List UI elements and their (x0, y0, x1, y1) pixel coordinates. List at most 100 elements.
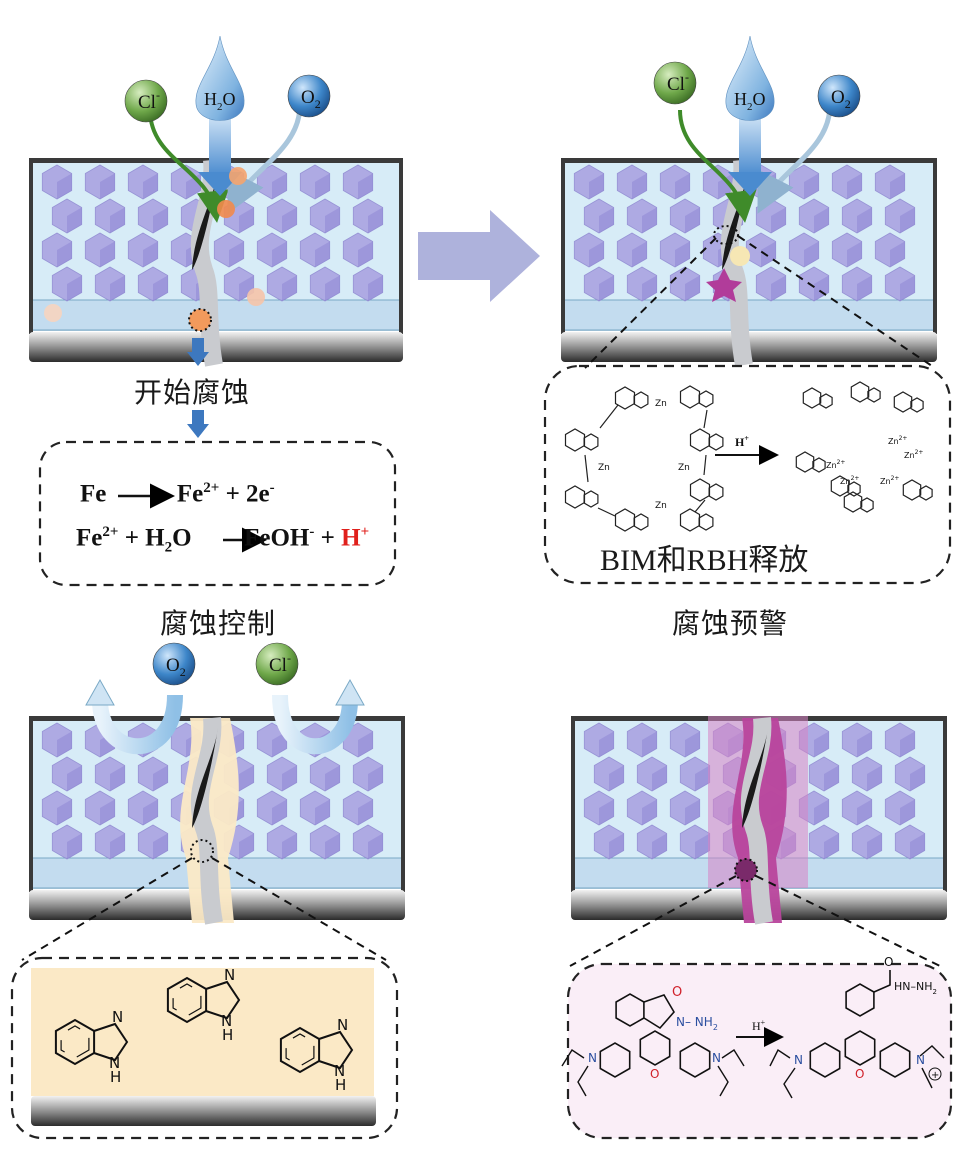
released-imidazole (860, 497, 874, 513)
released-benzimidazole (802, 387, 822, 409)
mof-hexagon-shade (100, 241, 115, 267)
mof-hexagon-shade (857, 731, 872, 757)
open-xanthene-ring (809, 1042, 841, 1078)
release-spot (730, 246, 750, 266)
released-imidazole (867, 387, 881, 403)
oxygen-3-ball (152, 642, 196, 686)
open-xanthene-ring (844, 1030, 876, 1066)
oxygen-2-ball (817, 74, 861, 118)
ethyl-groups (561, 1049, 745, 1097)
mof-hexagon-shade (857, 275, 872, 301)
mof-hexagon-shade (589, 241, 604, 267)
mof-hexagon-shade (804, 241, 819, 267)
hydrogen-label: H (222, 1026, 233, 1044)
mof-hexagon-shade (67, 207, 82, 233)
released-benzimidazole (902, 479, 922, 501)
imidazole-ring (708, 433, 724, 451)
benzimidazole-1: NNH (54, 1008, 129, 1086)
zinc-ion-label: Zn2+ (904, 449, 923, 460)
chloride-ion-2-label: Cl- (667, 70, 689, 95)
positive-charge-circle (928, 1067, 942, 1081)
imidazole-ring (633, 391, 649, 409)
oxygen-1: O2 (287, 74, 331, 118)
mof-hexagon-shade (368, 275, 383, 301)
rhodamine-zoom-box (566, 962, 953, 1140)
mof-hexagon-shade (100, 799, 115, 825)
water-drop-2: H2O (725, 35, 775, 196)
eq1-fe2: Fe (176, 480, 204, 508)
mof-hexagon-shade (272, 241, 287, 267)
mof-hexagon-shade (642, 799, 657, 825)
benzimidazole-ring (679, 508, 701, 532)
rbh-n-label: N– NH2 (676, 1015, 718, 1032)
mof-hexagon-shade (100, 173, 115, 199)
mof-hexagon-shade (325, 833, 340, 859)
eq1-electron-charge: - (269, 480, 275, 496)
zinc-ion-label: Zn2+ (880, 475, 899, 486)
xanthene-ring (639, 1030, 671, 1066)
nitrogen-label: N (112, 1008, 123, 1026)
mof-hexagon-shade (325, 765, 340, 791)
mof-hexagon-shade (599, 275, 614, 301)
equation-1: Fe Fe2+ + 2e- (80, 480, 275, 508)
mof-hexagon-shade (599, 207, 614, 233)
coating-right-edge (943, 716, 947, 892)
rust-spot (247, 288, 265, 306)
caption-corrosion-warning: 腐蚀预警 (672, 607, 789, 640)
mof-hexagon-shade (890, 173, 905, 199)
crack-dark (192, 728, 218, 828)
nitrogen-label: N (221, 1012, 232, 1030)
mof-hexagon-shade (282, 833, 297, 859)
caption-release: BIM和RBH释放 (600, 544, 809, 577)
chloride-ion-1: Cl- (124, 79, 168, 123)
zinc-ion-label: Zn2+ (840, 475, 859, 486)
benzimidazole-ring (689, 478, 711, 502)
mof-hexagon-shade (771, 275, 786, 301)
mof-hexagon-shade (67, 765, 82, 791)
zinc-ion-label: Zn2+ (826, 459, 845, 470)
mof-hexagon-shade (67, 275, 82, 301)
imidazole-ring (708, 483, 724, 501)
rbh-benzene (615, 993, 645, 1027)
mof-hexagon-shade (685, 799, 700, 825)
carbonyl-bond (873, 970, 891, 993)
down-arrow-icon (187, 424, 209, 438)
open-amine-n: N (794, 1053, 803, 1067)
mof-hexagon-shade (685, 731, 700, 757)
mof-hexagon-shade (847, 173, 862, 199)
caption-start-corrosion: 开始腐蚀 (134, 376, 251, 409)
mof-hexagon-shade (632, 173, 647, 199)
chloride-ion-1-ball (124, 79, 168, 123)
mof-hexagon-shade (814, 275, 829, 301)
chloride-ion-3-ball (255, 642, 299, 686)
zoom-line (737, 235, 936, 369)
nitrogen-label: N (109, 1054, 120, 1072)
benzimidazole-ring (564, 485, 586, 509)
oxygen-1-ball (287, 74, 331, 118)
chloride-ion-1-label: Cl- (138, 88, 160, 113)
acid-label: H+ (735, 434, 749, 449)
mof-hexagon-shade (67, 833, 82, 859)
mof-hexagon-shade (358, 241, 373, 267)
mof-hexagon-shade (57, 731, 72, 757)
xanthene-oxygen: O (650, 1067, 659, 1081)
mof-hexagon-shade (153, 275, 168, 301)
chloride-ion-2-ball (653, 61, 697, 105)
mof-hexagon-shade (599, 799, 614, 825)
mof-hexagon-shade (315, 173, 330, 199)
coating-bottom-layer (563, 299, 935, 331)
cl-path-arrow (148, 109, 229, 223)
equation-box (38, 440, 397, 587)
hydrogen-label: H (110, 1068, 121, 1086)
inhibitor-film (31, 968, 374, 1096)
rust-spot (217, 200, 235, 218)
eq2-water-sub: 2 (164, 539, 173, 556)
released-imidazole (812, 457, 826, 473)
eq2-plus: + (314, 524, 342, 552)
mof-hexagon-shade (315, 241, 330, 267)
mof-hexagon-shade (57, 241, 72, 267)
mof-hexagon-shade (272, 799, 287, 825)
crack-control (180, 717, 239, 925)
coating-left-edge (29, 158, 33, 334)
